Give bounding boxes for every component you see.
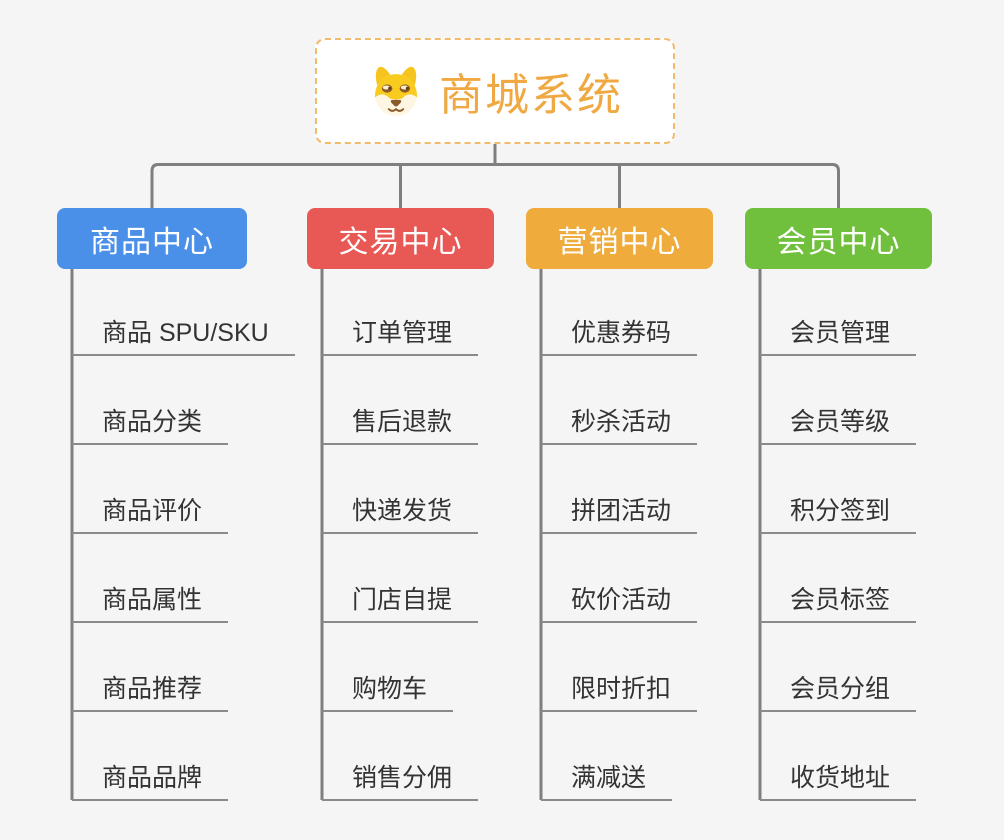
leaf-node[interactable]: 商品品牌 — [72, 763, 229, 801]
branch-node-product-center[interactable]: 商品中心 — [57, 208, 247, 269]
root-title: 商城系统 — [439, 71, 623, 120]
leaf-node[interactable]: 会员等级 — [760, 407, 917, 445]
leaf-node[interactable]: 秒杀活动 — [541, 407, 698, 445]
leaf-node[interactable]: 限时折扣 — [541, 674, 698, 712]
leaf-node[interactable]: 砍价活动 — [541, 585, 698, 623]
leaf-node[interactable]: 销售分佣 — [322, 763, 479, 801]
root-node[interactable]: 商城系统 — [315, 38, 675, 144]
leaf-node[interactable]: 快递发货 — [322, 496, 479, 534]
leaf-node[interactable]: 商品评价 — [72, 496, 229, 534]
leaf-node[interactable]: 商品分类 — [72, 407, 229, 445]
column-member-center: 会员管理 会员等级 积分签到 会员标签 会员分组 收货地址 — [760, 0, 917, 840]
branch-node-member-center[interactable]: 会员中心 — [745, 208, 932, 269]
branch-node-marketing-center[interactable]: 营销中心 — [526, 208, 713, 269]
leaf-node[interactable]: 会员管理 — [760, 318, 917, 356]
branch-node-trade-center[interactable]: 交易中心 — [307, 208, 494, 269]
leaf-node[interactable]: 满减送 — [541, 763, 673, 801]
leaf-node[interactable]: 订单管理 — [322, 318, 479, 356]
leaf-node[interactable]: 拼团活动 — [541, 496, 698, 534]
column-marketing-center: 优惠券码 秒杀活动 拼团活动 砍价活动 限时折扣 满减送 — [541, 0, 698, 840]
leaf-node[interactable]: 收货地址 — [760, 763, 917, 801]
leaf-node[interactable]: 会员标签 — [760, 585, 917, 623]
leaf-node[interactable]: 售后退款 — [322, 407, 479, 445]
leaf-node[interactable]: 积分签到 — [760, 496, 917, 534]
leaf-node[interactable]: 优惠券码 — [541, 318, 698, 356]
dog-icon — [375, 66, 417, 116]
column-trade-center: 订单管理 售后退款 快递发货 门店自提 购物车 销售分佣 — [322, 0, 479, 840]
leaf-node[interactable]: 商品属性 — [72, 585, 229, 623]
leaf-node[interactable]: 会员分组 — [760, 674, 917, 712]
leaf-node[interactable]: 商品 SPU/SKU — [72, 318, 295, 356]
column-product-center: 商品 SPU/SKU 商品分类 商品评价 商品属性 商品推荐 商品品牌 — [72, 0, 295, 840]
leaf-node[interactable]: 商品推荐 — [72, 674, 229, 712]
leaf-node[interactable]: 门店自提 — [322, 585, 479, 623]
leaf-node[interactable]: 购物车 — [322, 674, 454, 712]
